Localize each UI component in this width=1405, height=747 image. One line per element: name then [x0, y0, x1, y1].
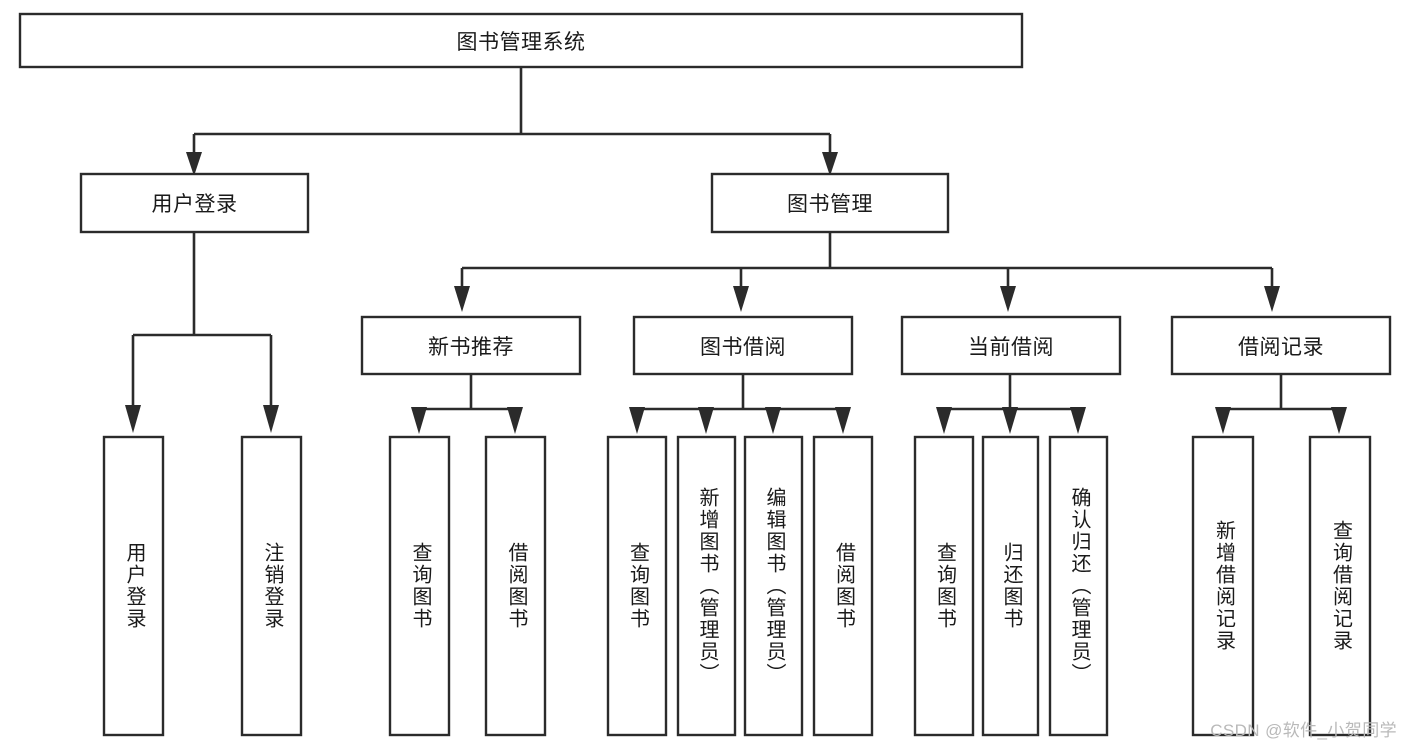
arrow-bookborrow-leaf4 — [835, 407, 851, 434]
arrow-bookborrow-leaf3 — [765, 407, 781, 434]
arrow-to-book-borrow — [733, 286, 749, 312]
node-borrow-record[interactable] — [1170, 315, 1392, 376]
arrow-to-user-login — [186, 152, 202, 176]
arrow-currentborrow-leaf2 — [1002, 407, 1018, 434]
node-user-login[interactable] — [79, 172, 310, 234]
leaf-book-borrow-3[interactable] — [743, 435, 804, 737]
arrow-newbook-leaf1 — [411, 407, 427, 434]
arrow-userlogin-leaf1 — [125, 405, 141, 433]
connector-group — [125, 67, 1347, 434]
node-root[interactable] — [18, 12, 1024, 69]
leaf-user-login-1[interactable] — [102, 435, 165, 737]
leaf-book-borrow-4[interactable] — [812, 435, 874, 737]
leaf-book-borrow-1[interactable] — [606, 435, 668, 737]
node-book-manage[interactable] — [710, 172, 950, 234]
arrow-currentborrow-leaf1 — [936, 407, 952, 434]
node-current-borrow[interactable] — [900, 315, 1122, 376]
leaf-user-login-2[interactable] — [240, 435, 303, 737]
leaf-new-book-1[interactable] — [388, 435, 451, 737]
leaf-book-borrow-2[interactable] — [676, 435, 737, 737]
arrow-bookborrow-leaf1 — [629, 407, 645, 434]
leaf-borrow-record-1[interactable] — [1191, 435, 1255, 737]
arrow-newbook-leaf2 — [507, 407, 523, 434]
node-book-borrow[interactable] — [632, 315, 854, 376]
arrow-to-borrow-record — [1264, 286, 1280, 312]
leaf-current-borrow-3[interactable] — [1048, 435, 1109, 737]
leaf-current-borrow-1[interactable] — [913, 435, 975, 737]
arrow-borrowrecord-leaf2 — [1331, 407, 1347, 434]
arrow-borrowrecord-leaf1 — [1215, 407, 1231, 434]
arrow-to-new-book — [454, 286, 470, 312]
leaf-borrow-record-2[interactable] — [1308, 435, 1372, 737]
arrow-userlogin-leaf2 — [263, 405, 279, 433]
leaf-new-book-2[interactable] — [484, 435, 547, 737]
arrow-bookborrow-leaf2 — [698, 407, 714, 434]
node-box-group — [18, 12, 1392, 737]
arrow-to-current-borrow — [1000, 286, 1016, 312]
arrow-to-book-manage — [822, 152, 838, 176]
node-new-book-recommend[interactable] — [360, 315, 582, 376]
arrow-currentborrow-leaf3 — [1070, 407, 1086, 434]
leaf-current-borrow-2[interactable] — [981, 435, 1040, 737]
